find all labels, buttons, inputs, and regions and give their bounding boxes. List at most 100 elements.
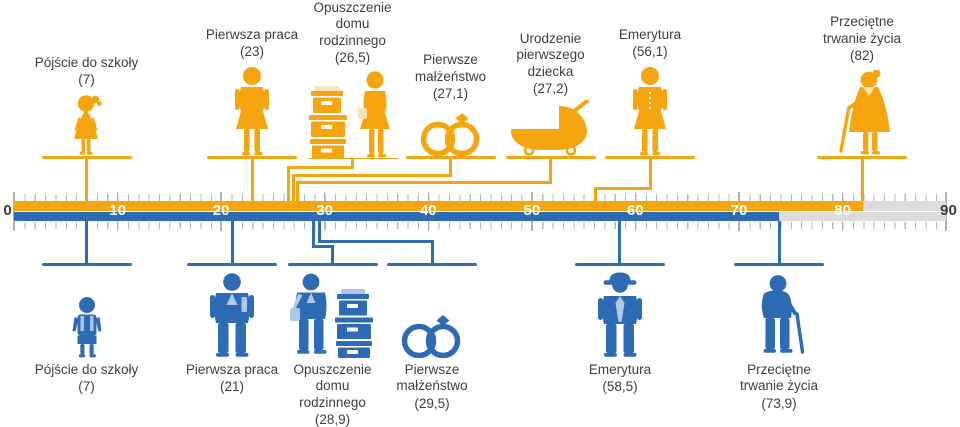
event-label: Przeciętne trwanie życia — [822, 14, 902, 46]
event-women-life-expectancy: Przeciętne trwanie życia (82) — [802, 0, 922, 159]
event-label: Pierwsze małżeństwo — [396, 362, 468, 394]
connector-line — [648, 158, 652, 190]
axis-tick-label: 70 — [730, 202, 748, 219]
connector-line — [860, 158, 864, 201]
connector-line — [549, 158, 552, 184]
platform-line — [387, 263, 477, 266]
connector-line — [311, 221, 315, 248]
event-text: Urodzenie pierwszego dziecka (27,2) — [516, 31, 584, 98]
event-age-value: (82) — [849, 48, 874, 64]
axis-tick-label: 0 — [3, 202, 12, 219]
event-age-value: (56,1) — [632, 44, 668, 60]
event-label: Pierwsza praca — [185, 362, 279, 377]
event-text: Emerytura (56,1) — [619, 27, 681, 61]
schoolgirl-icon — [73, 94, 102, 155]
connector-line — [291, 173, 295, 201]
platform-line — [817, 155, 907, 159]
axis-tick-label: 30 — [316, 202, 334, 219]
wedding-rings-icon — [420, 112, 479, 156]
event-text: Opuszczenie domu rodzinnego (28,9) — [293, 362, 371, 427]
event-label: Pójście do szkoły — [34, 54, 139, 70]
platform-line — [734, 263, 824, 266]
female-age-bar-remainder — [863, 201, 947, 211]
event-label: Opuszczenie domu rodzinnego — [293, 362, 372, 410]
connector-line — [85, 158, 88, 201]
platform-line — [405, 155, 496, 159]
event-label: Przeciętne trwanie życia — [739, 362, 819, 394]
event-age-value: (73,9) — [761, 395, 797, 411]
connector-line — [777, 221, 781, 263]
event-text: Przeciętne trwanie życia (82) — [823, 14, 901, 64]
event-age-value: (26,5) — [334, 50, 371, 66]
female-age-bar — [14, 201, 864, 211]
event-men-first-marriage: Pierwsze małżeństwo (29,5) — [372, 263, 492, 412]
event-label: Pierwsza praca — [205, 26, 299, 42]
man-with-hat-icon — [598, 272, 642, 357]
event-text: Pierwsza praca (23) — [206, 27, 298, 61]
event-women-retirement: Emerytura (56,1) — [590, 0, 710, 159]
male-age-bar — [14, 211, 780, 221]
connector-line — [593, 186, 652, 190]
platform-line — [307, 157, 398, 159]
event-age-value: (27,2) — [532, 81, 569, 97]
event-age-value: (7) — [78, 72, 95, 88]
axis-tick-label: 80 — [834, 202, 851, 219]
axis-tick-label: 20 — [212, 202, 230, 219]
elderly-man-with-cane-icon — [761, 275, 805, 354]
connector-line — [296, 180, 552, 184]
event-label: Emerytura — [618, 26, 682, 42]
connector-line — [230, 221, 234, 263]
schoolboy-icon — [72, 297, 101, 358]
platform-line — [207, 155, 297, 159]
platform-line — [41, 263, 132, 266]
event-women-first-child: Urodzenie pierwszego dziecka (27,2) — [491, 0, 611, 159]
platform-line — [605, 155, 695, 159]
event-text: Pierwsza praca (21) — [186, 362, 278, 396]
connector-line — [85, 221, 88, 263]
event-label: Urodzenie pierwszego dziecka — [516, 30, 585, 79]
axis-tick-label: 40 — [419, 202, 437, 219]
connector-line — [311, 244, 334, 248]
axis-tick-label: 90 — [940, 202, 957, 219]
connector-line — [351, 158, 354, 168]
connector-line — [449, 158, 452, 177]
event-men-leaving-home: Opuszczenie domu rodzinnego (28,9) — [273, 263, 393, 427]
pram-icon — [510, 99, 589, 156]
woman-with-moving-boxes-icon — [308, 71, 390, 158]
event-text: Pójście do szkoły (7) — [35, 362, 139, 396]
event-text: Pierwsze małżeństwo (27,1) — [415, 52, 486, 102]
connector-line — [430, 239, 434, 263]
connector-line — [618, 221, 622, 263]
connector-line — [318, 221, 321, 243]
event-men-life-expectancy: Przeciętne trwanie życia (73,9) — [719, 263, 839, 412]
minor-ticks-bottom — [14, 222, 947, 229]
event-age-value: (23) — [239, 44, 264, 60]
event-text: Pierwsze małżeństwo (29,5) — [396, 362, 467, 412]
event-label: Opuszczenie domu rodzinnego — [313, 0, 392, 48]
businessman-icon — [210, 273, 254, 357]
connector-line — [287, 165, 290, 201]
axis-tick-label: 50 — [523, 202, 541, 219]
axis-tick-label: 60 — [627, 202, 644, 219]
event-age-value: (27,1) — [432, 86, 469, 102]
platform-line — [41, 155, 132, 159]
man-with-moving-boxes-icon — [289, 273, 373, 358]
platform-line — [287, 263, 378, 266]
connector-line — [593, 186, 597, 201]
event-text: Emerytura (58,5) — [589, 362, 651, 396]
major-tick — [945, 192, 947, 231]
event-women-first-job: Pierwsza praca (23) — [192, 0, 312, 159]
event-label: Emerytura — [588, 362, 652, 377]
event-age-value: (58,5) — [602, 379, 638, 395]
event-men-school-start: Pójście do szkoły (7) — [27, 263, 147, 396]
event-men-retirement: Emerytura (58,5) — [560, 263, 680, 396]
event-text: Pójście do szkoły (7) — [35, 55, 139, 89]
major-tick — [13, 192, 15, 231]
retired-woman-icon — [633, 66, 667, 155]
elderly-woman-with-cane-icon — [839, 69, 890, 154]
wedding-rings-icon — [401, 315, 461, 358]
event-women-leaving-home: Opuszczenie domu rodzinnego (26,5) — [293, 0, 413, 159]
event-age-value: (29,5) — [414, 395, 450, 411]
event-women-first-marriage: Pierwsze małżeństwo (27,1) — [391, 0, 511, 159]
